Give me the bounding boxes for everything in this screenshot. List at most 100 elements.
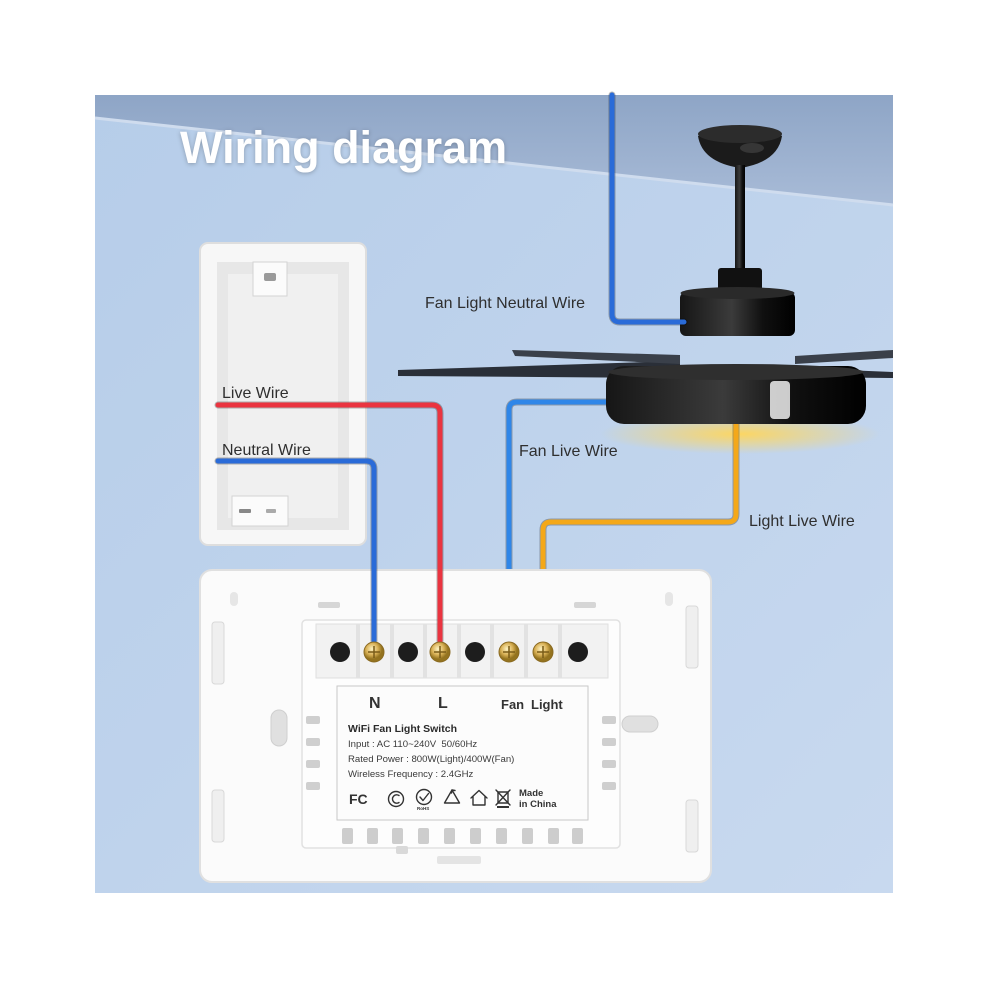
module-bottom-tab <box>396 846 408 854</box>
rohs-check <box>419 792 430 802</box>
screw-slot <box>434 646 446 658</box>
rohs-text: RoHS <box>417 806 429 811</box>
plate-bottom-notch <box>437 856 481 864</box>
product-label <box>336 685 589 821</box>
fan-light-rim <box>608 364 864 380</box>
junction-box-back <box>228 274 338 518</box>
vent-slot <box>548 828 559 844</box>
mounting-hole-right <box>621 715 659 733</box>
vent-slot <box>418 828 429 844</box>
fan-blade-back-left <box>512 350 680 364</box>
vent-slot <box>306 760 320 768</box>
terminal-separator <box>490 624 494 678</box>
fan-live-wire <box>506 399 615 644</box>
junction-box-bottom-hole <box>239 509 251 513</box>
terminal-screw-fan <box>498 641 520 663</box>
vent-slot <box>470 828 481 844</box>
vent-slot <box>444 828 455 844</box>
junction-box-bottom-mark <box>266 509 276 513</box>
terminal-separator <box>457 624 461 678</box>
terminal-hole <box>568 642 588 662</box>
plate-clip-right-top <box>685 605 699 669</box>
vent-slot <box>342 828 353 844</box>
switch-plate: N L Fan Light WiFi Fan Light Switch Inpu… <box>199 569 712 883</box>
label-fan-light-neutral-wire: Fan Light Neutral Wire <box>425 295 585 312</box>
vent-slot <box>306 738 320 746</box>
fan-motor-top <box>680 287 795 299</box>
mounting-hole-left <box>270 709 288 747</box>
vent-slot <box>522 828 533 844</box>
wire-neutral <box>214 457 378 645</box>
vent-slot <box>602 782 616 790</box>
vent-slot <box>496 828 507 844</box>
label-fan-live-wire: Fan Live Wire <box>519 443 618 460</box>
vent-slot <box>367 828 378 844</box>
terminal-screw-light <box>532 641 554 663</box>
live-wire <box>215 402 443 644</box>
bin-bar <box>497 806 509 808</box>
terminal-hole <box>330 642 350 662</box>
vent-slot <box>392 828 403 844</box>
house-outline <box>470 789 488 806</box>
bin-cross <box>495 789 511 806</box>
origin-line-2: in China <box>519 799 557 810</box>
wire-fan-light-neutral <box>608 91 688 326</box>
origin-line-1: Made <box>519 788 543 799</box>
plate-mark-left <box>230 592 238 606</box>
c-circle-icon <box>387 790 405 808</box>
side-vents-left <box>306 716 320 790</box>
neutral-wire <box>215 458 377 644</box>
ceiling-edge <box>94 116 894 207</box>
fan-light-highlight <box>770 381 790 419</box>
plate-clip-left-top <box>211 621 225 685</box>
terminal-separator <box>390 624 394 678</box>
terminal-label-light: Light <box>531 697 563 712</box>
wire-fan-live <box>505 398 616 645</box>
spec-rated-power: Rated Power : 800W(Light)/400W(Fan) <box>348 754 514 765</box>
vent-slot <box>306 782 320 790</box>
bin-body <box>497 791 509 804</box>
certification-icons: FC RoHS Made in Chin <box>349 788 557 811</box>
wire-light-live <box>539 416 740 645</box>
label-light-live-wire: Light Live Wire <box>749 513 855 530</box>
recycle-triangle <box>443 789 461 804</box>
terminal-label-fan: Fan <box>501 697 524 712</box>
vent-slot <box>602 760 616 768</box>
label-live-wire: Live Wire <box>222 385 289 402</box>
terminal-separators <box>356 624 562 678</box>
screw-slot <box>368 646 380 658</box>
plate-clip-left-bottom <box>211 789 225 843</box>
terminal-label-n: N <box>369 695 381 712</box>
fan-downrod <box>735 165 745 275</box>
weee-bin-icon <box>495 789 511 808</box>
terminal-screw-l <box>429 641 451 663</box>
terminal-separator <box>524 624 528 678</box>
fan-canopy-top <box>698 125 782 143</box>
rohs-check-icon: RoHS <box>415 788 433 811</box>
vent-slot <box>602 716 616 724</box>
screw-slot <box>537 646 549 658</box>
light-live-wire <box>540 417 739 644</box>
house-icon <box>470 789 488 806</box>
recycle-arrow <box>450 789 456 794</box>
terminal-label-l: L <box>438 695 448 712</box>
wire-live <box>214 401 444 645</box>
vent-slot <box>602 738 616 746</box>
terminal-separator <box>356 624 360 678</box>
spec-input: Input : AC 110~240V 50/60Hz <box>348 739 477 750</box>
plate-clip-right-bottom <box>685 799 699 853</box>
bottom-vents <box>342 828 583 854</box>
terminal-hole <box>398 642 418 662</box>
c-circle-ring <box>387 790 405 808</box>
product-name: WiFi Fan Light Switch <box>348 723 457 735</box>
page-title: Wiring diagram <box>180 122 507 173</box>
plate-mark-right <box>665 592 673 606</box>
recycle-icon <box>443 789 461 804</box>
terminal-screw-n <box>363 641 385 663</box>
c-circle-letter <box>391 794 400 804</box>
fan-blade-back-right <box>795 350 893 364</box>
screw-slot <box>503 646 515 658</box>
ceiling <box>95 95 893 205</box>
fan-canopy-highlight <box>740 143 764 153</box>
junction-box <box>199 242 367 546</box>
